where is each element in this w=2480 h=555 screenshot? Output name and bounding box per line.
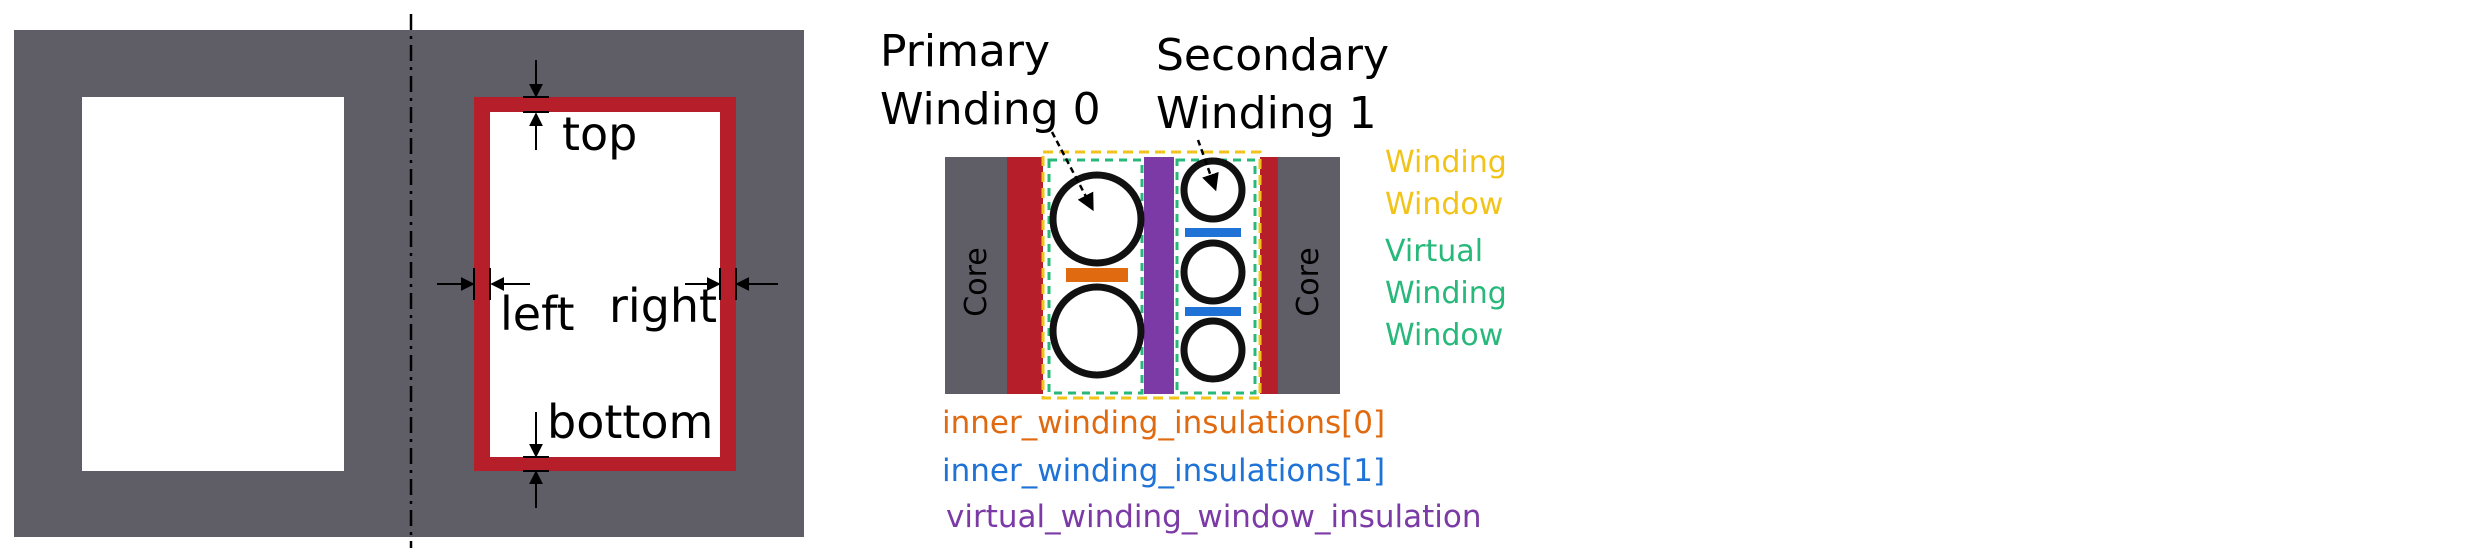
core-label-right: Core <box>1291 247 1326 316</box>
legend-winding-window-1: Winding <box>1385 145 1507 180</box>
vww-insulation <box>1144 157 1174 394</box>
dimension-arrows <box>437 60 778 508</box>
primary-conductor-1 <box>1049 171 1145 267</box>
secondary-label-line-2: Winding 1 <box>1156 88 1377 139</box>
winding-window-outline <box>1041 150 1262 400</box>
core-right <box>1278 157 1340 394</box>
core-left <box>945 157 1007 394</box>
core-label-left: Core <box>959 247 994 316</box>
primary-conductor-2 <box>1049 283 1145 379</box>
legend-inner-insulation-1: inner_winding_insulations[1] <box>942 453 1385 489</box>
label-top: top <box>562 107 637 161</box>
secondary-conductor-3 <box>1180 317 1246 383</box>
legend-right: Winding Window Virtual Winding Window <box>1385 145 1507 353</box>
legend-vww-3: Window <box>1385 318 1503 353</box>
virtual-winding-window-0 <box>1047 158 1144 395</box>
legend-bottom: inner_winding_insulations[0] inner_windi… <box>942 405 1482 535</box>
label-left: left <box>500 287 575 341</box>
inner-insulation-1-bar-b <box>1185 307 1241 316</box>
legend-vww-1: Virtual <box>1385 234 1483 269</box>
left-winding-window <box>82 97 344 471</box>
secondary-label-line-1: Secondary <box>1156 30 1389 81</box>
inner-insulation-0-bar <box>1066 268 1128 282</box>
secondary-conductor-2 <box>1180 239 1246 305</box>
winding-labels: Primary Winding 0 Secondary Winding 1 <box>880 26 1389 139</box>
legend-winding-window-2: Window <box>1385 187 1503 222</box>
winding-detail: Core Core <box>945 131 1340 400</box>
core-cross-section <box>14 30 804 537</box>
dimension-labels: top left right bottom <box>500 107 717 449</box>
virtual-winding-window-1 <box>1175 158 1257 395</box>
primary-label-line-1: Primary <box>880 26 1050 77</box>
core-insulation-left <box>1007 157 1043 394</box>
label-right: right <box>609 279 717 333</box>
secondary-conductor-1 <box>1180 157 1246 223</box>
primary-label-line-2: Winding 0 <box>880 84 1101 135</box>
legend-vww-insulation: virtual_winding_window_insulation <box>946 499 1482 535</box>
core-insulation-right <box>1260 157 1278 394</box>
primary-pointer-arrow <box>1050 131 1094 212</box>
label-bottom: bottom <box>547 395 713 449</box>
secondary-pointer-arrow <box>1196 139 1219 192</box>
inner-insulation-1-bar-a <box>1185 228 1241 237</box>
legend-vww-2: Winding <box>1385 276 1507 311</box>
legend-inner-insulation-0: inner_winding_insulations[0] <box>942 405 1385 441</box>
